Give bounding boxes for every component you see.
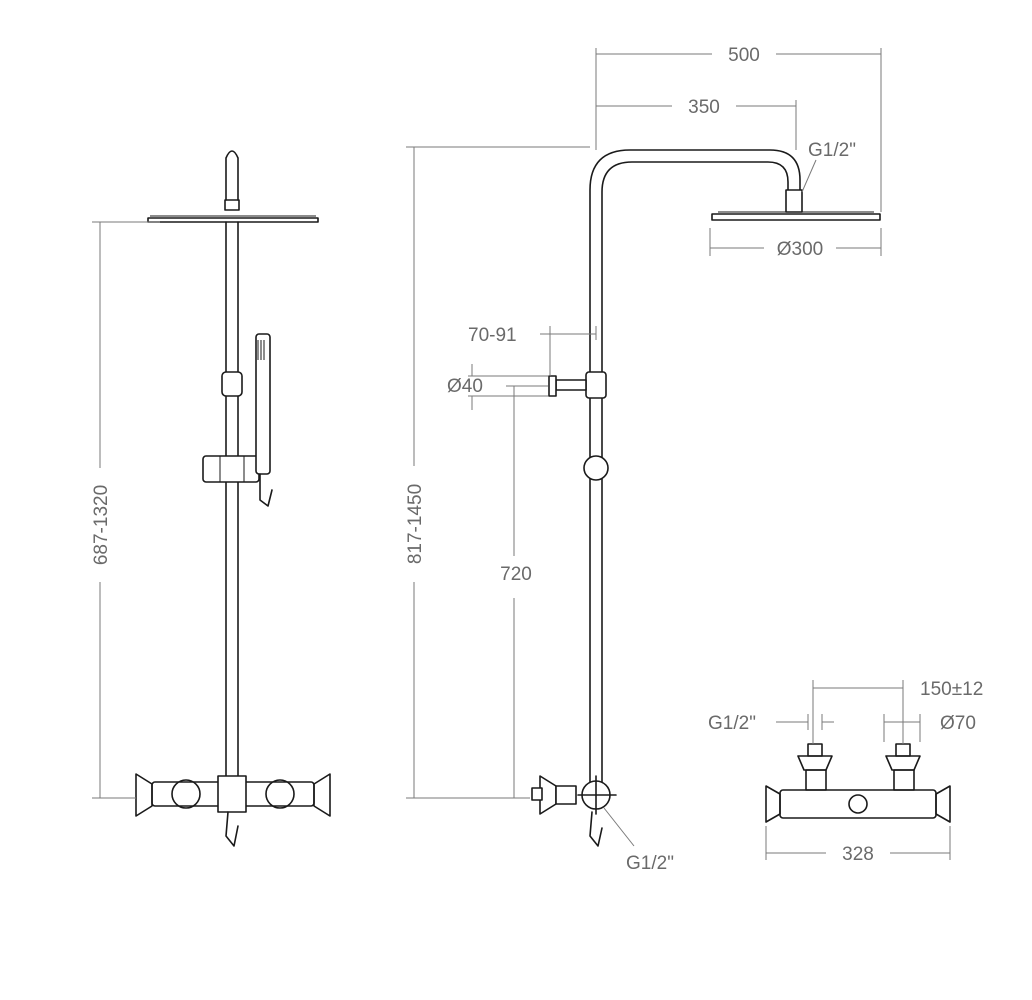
side-arm-inner: [601, 161, 789, 791]
dim-flange-diameter: Ø70: [940, 713, 976, 734]
valve-right-handle: [935, 785, 951, 823]
dim-valve-inlet-connection: G1/2": [708, 713, 756, 734]
dim-head-connection: G1/2": [808, 140, 856, 161]
dimension-lines: [92, 48, 951, 860]
front-upper-clamp: [221, 371, 243, 397]
front-shower-head: [147, 217, 319, 223]
dimension-labels: 687-1320 817-1450 500 350 G1/2" Ø300 70-…: [91, 45, 983, 874]
dim-center-distance: 150±12: [920, 679, 983, 700]
dim-head-offset: 350: [688, 97, 720, 118]
dim-side-total-height: 817-1450: [405, 484, 426, 564]
dim-arm-length: 500: [728, 45, 760, 66]
front-right-inlet: [265, 779, 295, 809]
side-head-connector: [785, 189, 803, 213]
side-view: [531, 149, 881, 847]
side-shower-head: [711, 213, 881, 221]
front-right-handle: [313, 773, 331, 817]
front-left-inlet: [171, 779, 201, 809]
valve-right-stem: [893, 769, 915, 791]
side-arm-outer: [589, 149, 801, 791]
front-hose-lower: [225, 811, 239, 847]
front-view: [135, 150, 331, 847]
side-slider: [583, 455, 609, 481]
valve-left-stem: [805, 769, 827, 791]
side-upper-clamp: [585, 371, 607, 399]
valve-center-knob: [848, 794, 868, 814]
dim-head-diameter: Ø300: [777, 239, 823, 260]
front-hand-shower: [255, 333, 271, 475]
front-hose-upper: [259, 473, 273, 507]
dim-bracket-diameter: Ø40: [447, 376, 483, 397]
front-head-connector: [224, 199, 240, 211]
dim-bracket-height: 720: [500, 564, 532, 585]
valve-view: [765, 743, 951, 823]
valve-right-inlet-nut: [895, 743, 911, 757]
dim-front-height: 687-1320: [91, 485, 112, 565]
side-wall-bracket-arm: [555, 379, 587, 391]
valve-left-handle: [765, 785, 781, 823]
side-inlet-stub: [531, 787, 543, 801]
front-mixer-center: [217, 775, 247, 813]
front-slider-holder: [202, 455, 260, 483]
dim-valve-width: 328: [842, 844, 874, 865]
valve-right-flange: [885, 755, 921, 771]
valve-left-inlet-nut: [807, 743, 823, 757]
dim-inlet-connection: G1/2": [626, 853, 674, 874]
side-hose-lower: [589, 811, 603, 847]
side-wall-bracket-plate: [548, 375, 557, 397]
dim-bracket-depth: 70-91: [468, 325, 517, 346]
side-mixer-connector: [555, 785, 577, 805]
front-left-handle: [135, 773, 153, 817]
front-riser-top: [225, 150, 239, 201]
valve-left-flange: [797, 755, 833, 771]
